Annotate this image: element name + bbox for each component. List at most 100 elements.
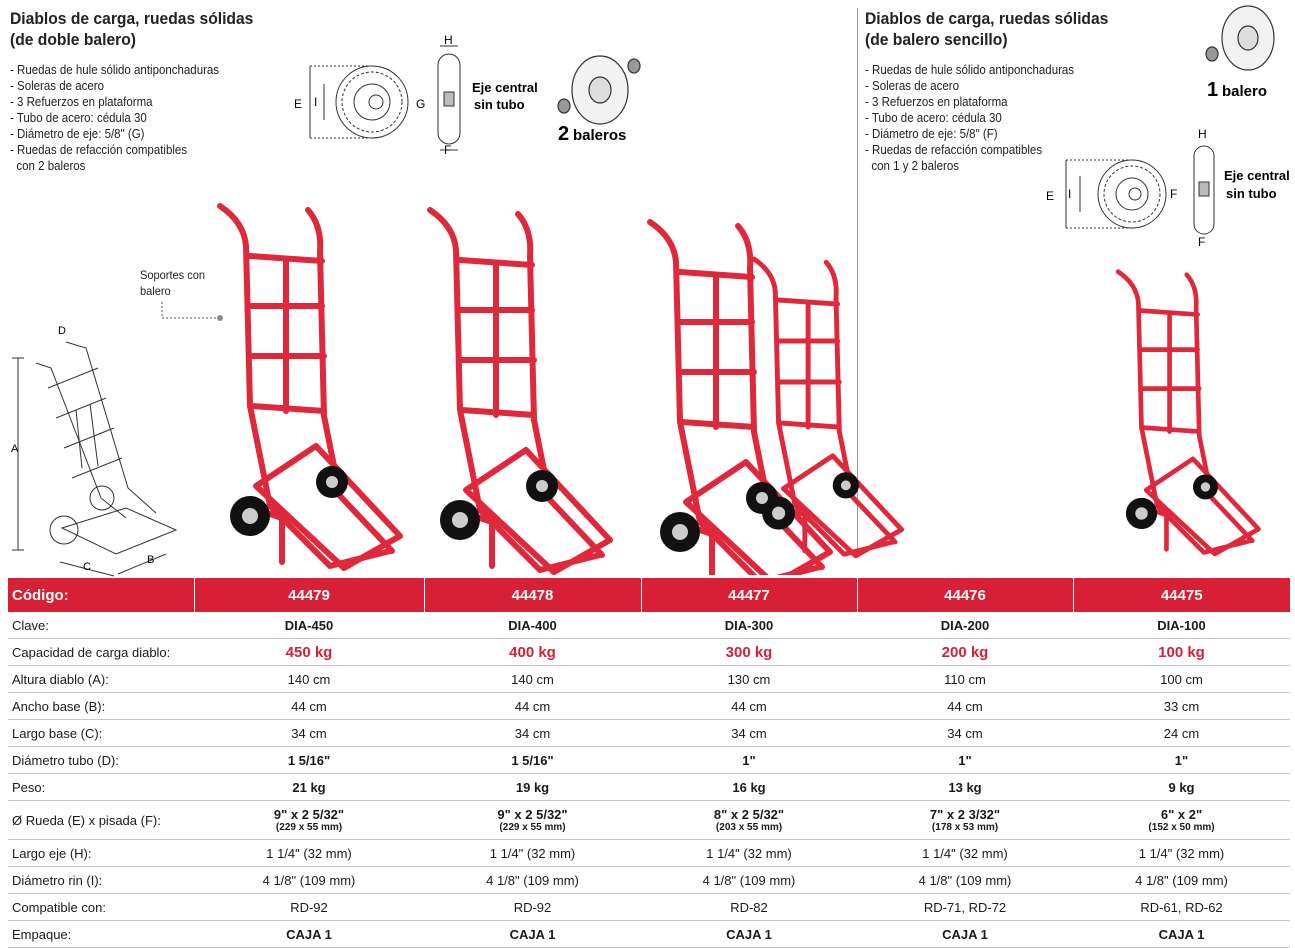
bearing-icon — [557, 98, 571, 114]
table-row: Empaque: CAJA 1 CAJA 1 CAJA 1 CAJA 1 CAJ… — [8, 920, 1290, 948]
label-g: G — [416, 97, 425, 111]
bearings-number: 1 — [1207, 79, 1218, 101]
frame-right-rail — [65, 341, 157, 514]
cell: 1 1/4" (32 mm) — [641, 839, 857, 867]
wheel-tread — [1103, 165, 1161, 223]
row-label: Largo base (C): — [8, 719, 194, 747]
section-divider — [857, 8, 858, 558]
product-code: 44476 — [856, 578, 1073, 612]
cell: RD-71, RD-72 — [857, 893, 1073, 921]
cell: 6" x 2"(152 x 50 mm) — [1073, 800, 1290, 840]
left-feature-list: - Ruedas de hule sólido antiponchaduras … — [10, 62, 219, 174]
cell: 44 cm — [857, 692, 1073, 720]
wheel-hub — [368, 94, 384, 110]
cell: 44 cm — [194, 692, 424, 720]
cell: DIA-200 — [857, 612, 1073, 639]
cell: CAJA 1 — [424, 920, 641, 948]
table-row: Clave: DIA-450 DIA-400 DIA-300 DIA-200 D… — [8, 612, 1290, 639]
bearings-text: baleros — [573, 127, 626, 144]
cell: 4 1/8" (109 mm) — [1073, 866, 1290, 894]
cell: DIA-400 — [424, 612, 641, 639]
cell: 33 cm — [1073, 692, 1290, 720]
row-label: Peso: — [8, 773, 194, 801]
frame-left-rail — [35, 362, 127, 519]
cell: 24 cm — [1073, 719, 1290, 747]
cell: 34 cm — [424, 719, 641, 747]
cell: CAJA 1 — [857, 920, 1073, 948]
cell: RD-92 — [194, 893, 424, 921]
table-header-row: Código: 44479 44478 44477 44476 44475 — [8, 578, 1290, 612]
label-e: E — [1046, 189, 1054, 203]
label-f: F — [1170, 187, 1177, 201]
cell: 100 cm — [1073, 665, 1290, 693]
cell: 9 kg — [1073, 773, 1290, 801]
table-row: Ø Rueda (E) x pisada (F): 9" x 2 5/32"(2… — [8, 800, 1290, 840]
row-label: Ancho base (B): — [8, 692, 194, 720]
cell: DIA-450 — [194, 612, 424, 639]
row-label: Altura diablo (A): — [8, 665, 194, 693]
cell: 1 5/16" — [424, 746, 641, 774]
cell: 450 kg — [194, 638, 424, 666]
cell-sub: (229 x 55 mm) — [275, 822, 343, 833]
feature-item: - Tubo de acero: cédula 30 — [865, 111, 1002, 125]
table-row: Ancho base (B): 44 cm 44 cm 44 cm 44 cm … — [8, 692, 1290, 720]
frame-crossbars — [47, 367, 123, 479]
frame-inner-rails — [75, 403, 99, 469]
right-feature-list: - Ruedas de hule sólido antiponchaduras … — [865, 62, 1074, 174]
feature-item: - Ruedas de refacción compatibles — [865, 143, 1043, 157]
dimension-diagram: A B C D — [11, 325, 178, 577]
left-title-line2: (de doble balero) — [10, 30, 137, 49]
cell: 9" x 2 5/32"(229 x 55 mm) — [194, 800, 424, 840]
feature-item: con 2 baleros — [10, 159, 86, 173]
cell: 9" x 2 5/32"(229 x 55 mm) — [424, 800, 641, 840]
cell-sub: (203 x 55 mm) — [715, 822, 783, 833]
wheel-rim — [1115, 177, 1149, 211]
support-note: Soportes con balero — [140, 267, 205, 299]
cell: 44 cm — [424, 692, 641, 720]
left-section-title: Diablos de carga, ruedas sólidas (de dob… — [10, 8, 253, 50]
diagram-wheel-icon — [49, 515, 79, 545]
row-label: Largo eje (H): — [8, 839, 194, 867]
label-h: H — [444, 33, 453, 47]
cell: 200 kg — [857, 638, 1073, 666]
cell: 1" — [641, 746, 857, 774]
cell: DIA-100 — [1073, 612, 1290, 639]
left-title-line1: Diablos de carga, ruedas sólidas — [10, 9, 254, 28]
cell: 140 cm — [194, 665, 424, 693]
cell: 8" x 2 5/32"(203 x 55 mm) — [641, 800, 857, 840]
wheel-rim — [353, 83, 391, 121]
product-code: 44477 — [640, 578, 857, 612]
wheel-hub — [1128, 187, 1142, 201]
cell: 1" — [1073, 746, 1290, 774]
frame-base-plate — [60, 507, 178, 555]
cell-main: 9" x 2 5/32" — [273, 807, 345, 822]
cell: DIA-300 — [641, 612, 857, 639]
cell-main: 7" x 2 3/32" — [929, 807, 1001, 822]
cell: 1 1/4" (32 mm) — [424, 839, 641, 867]
hand-truck-gallery — [0, 190, 1295, 575]
cell-main: 9" x 2 5/32" — [497, 807, 568, 822]
cell: 7" x 2 3/32"(178 x 53 mm) — [857, 800, 1073, 840]
support-note-line1: Soportes con — [140, 268, 206, 282]
feature-item: - Soleras de acero — [10, 79, 104, 93]
wheel-front-outline — [437, 53, 461, 145]
cell: 300 kg — [641, 638, 857, 666]
cell: 130 cm — [641, 665, 857, 693]
support-note-line2: balero — [140, 284, 171, 298]
feature-item: - Diámetro de eje: 5/8" (G) — [10, 127, 145, 141]
label-h: H — [1198, 127, 1207, 141]
wheel-axle — [443, 91, 455, 107]
wheel-tread — [341, 71, 403, 133]
spec-table: Código: 44479 44478 44477 44476 44475 Cl… — [8, 578, 1290, 948]
cell: 4 1/8" (109 mm) — [641, 866, 857, 894]
row-label: Diámetro rin (I): — [8, 866, 194, 894]
cell: 100 kg — [1073, 638, 1290, 666]
cell: 34 cm — [194, 719, 424, 747]
right-section-title: Diablos de carga, ruedas sólidas (de bal… — [865, 8, 1108, 50]
cell: 13 kg — [857, 773, 1073, 801]
axle-note-line2: sin tubo — [1226, 186, 1277, 201]
table-row: Diámetro rin (I): 4 1/8" (109 mm) 4 1/8"… — [8, 866, 1290, 894]
cell-main: 6" x 2" — [1160, 807, 1203, 822]
label-f: F — [1198, 235, 1205, 249]
cell: 44 cm — [641, 692, 857, 720]
